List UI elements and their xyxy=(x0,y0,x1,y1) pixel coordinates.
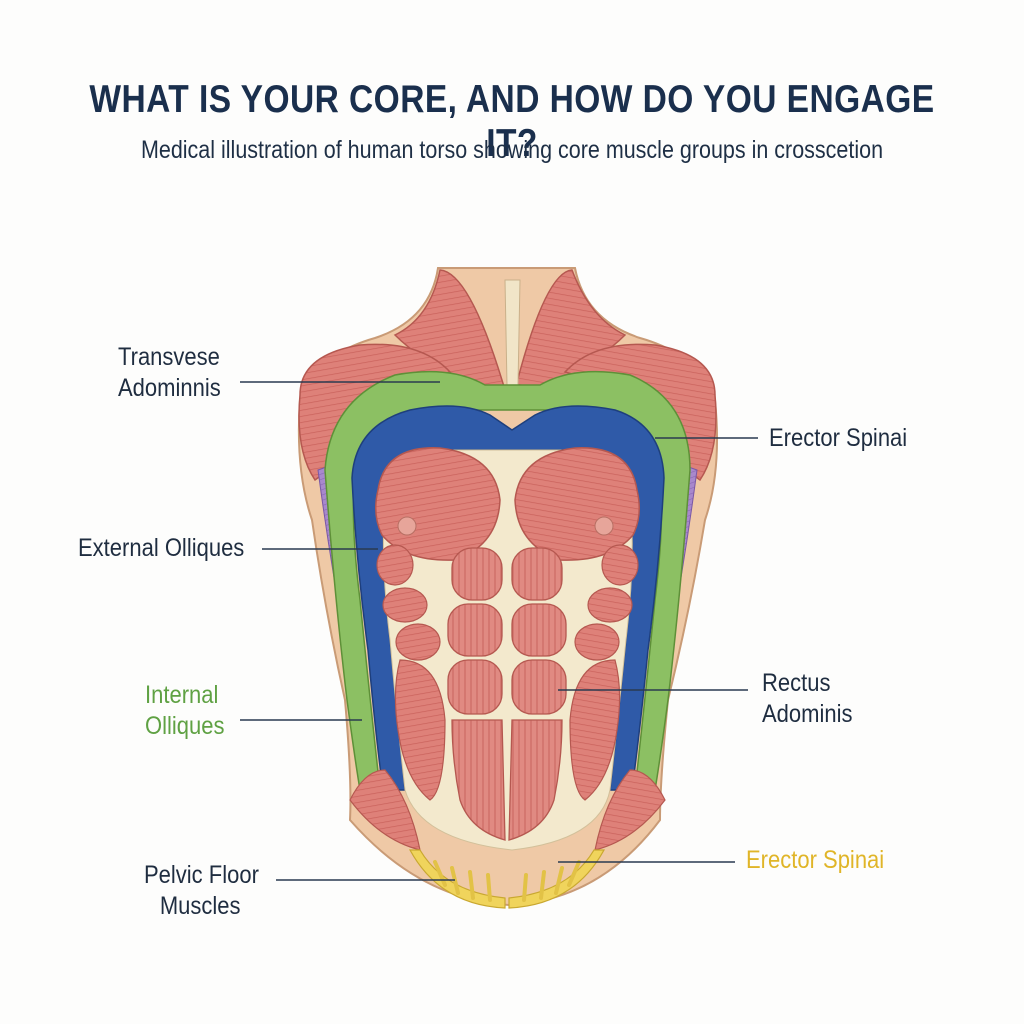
neck-center xyxy=(504,279,521,386)
leader-lines xyxy=(240,381,758,881)
lower-flank-left xyxy=(349,769,421,851)
pectoral-left xyxy=(375,447,501,561)
label-erector-spinae-lower: Erector Spinai xyxy=(746,846,885,874)
page-subtitle: Medical illustration of human torso show… xyxy=(140,136,884,164)
nipple-left xyxy=(397,516,417,536)
rectus-abdominis xyxy=(447,547,567,841)
label-pelvic-floor: Pelvic Floor Muscles xyxy=(144,861,259,920)
page-title: WHAT IS YOUR CORE, AND HOW DO YOU ENGAGE… xyxy=(89,78,935,165)
label-internal-obliques: Internal Olliques xyxy=(145,681,225,740)
label-external-obliques: External Olliques xyxy=(78,534,245,562)
transverse-layer xyxy=(324,370,691,791)
lower-flank-right xyxy=(594,769,666,851)
external-obliques-left xyxy=(376,544,446,801)
label-rectus-abdominis: Rectus Adominis xyxy=(762,669,853,728)
label-transverse-abdominis: Transvese Adominnis xyxy=(118,343,221,402)
pectoral-right xyxy=(514,447,640,561)
label-erector-spinae-upper: Erector Spinai xyxy=(769,424,908,452)
nipple-right xyxy=(594,516,614,536)
external-obliques-right xyxy=(569,544,639,801)
